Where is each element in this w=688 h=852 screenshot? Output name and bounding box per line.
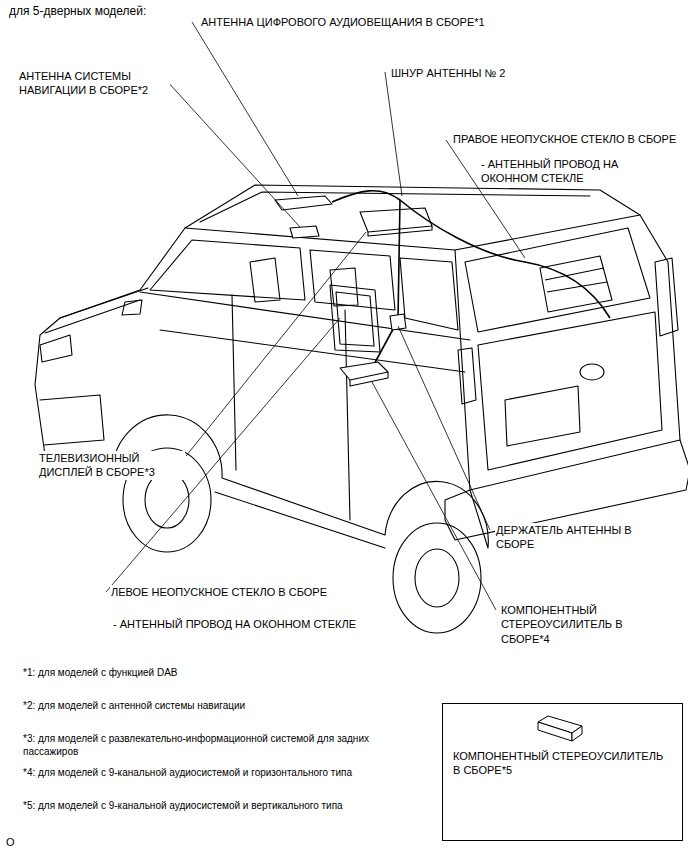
audio-components [545,268,607,292]
part-label: ДЕРЖАТЕЛЬ АНТЕННЫ В СБОРЕ [495,523,637,552]
car-body [45,300,140,333]
car-body [215,492,385,548]
amplifier-icon [572,726,582,741]
part-label: ПРАВОЕ НЕОПУСКНОЕ СТЕКЛО В СБОРЕ [452,132,684,146]
leader-line [106,22,525,610]
car-body [250,258,280,302]
car-body [400,258,458,330]
audio-components [336,292,374,346]
car-body [160,330,465,372]
leader-line [166,80,300,227]
audio-components [360,208,432,232]
car-body [415,549,459,607]
car-body [655,258,678,336]
car-body [122,300,142,315]
part-label: - АНТЕННЫЙ ПРОВОД НА ОКОННОМ СТЕКЛЕ [112,617,384,631]
part-label: АНТЕННА СИСТЕМЫ НАВИГАЦИИ В СБОРЕ*2 [18,69,170,98]
leader-line [372,382,496,610]
leader-line [186,232,366,456]
amplifier-icon [538,722,572,741]
car-body [393,523,481,633]
audio-components [390,314,406,330]
audio-components [540,256,612,312]
audio-components [340,362,388,380]
car-body [60,288,148,318]
audio-components [332,191,610,318]
part-label: - АНТЕННЫЙ ПРОВОД НА ОКОННОМ СТЕКЛЕ [480,157,677,186]
car-body [40,335,72,362]
car-body [455,250,470,490]
part-label: O [5,835,27,849]
car-body [40,395,104,445]
car-body [640,215,680,440]
part-label: ТЕЛЕВИЗИОННЫЙ ДИСПЛЕЙ В СБОРЕ*3 [38,451,185,480]
footnote: *1: для моделей с функцией DAB [22,666,404,679]
part-label: ЛЕВОЕ НЕОПУСКНОЕ СТЕКЛО В СБОРЕ [110,585,372,599]
footnote: *2: для моделей с антенной системы навиг… [22,699,404,712]
car-body [458,348,476,404]
audio-components [372,200,400,368]
footnote: *3: для моделей с развлекательно-информа… [22,732,384,758]
audio-components [275,191,612,386]
inset-box: КОМПОНЕНТНЫЙ СТЕРЕОУСИЛИТЕЛЬ В СБОРЕ*5 [442,703,683,841]
car-body [35,228,488,548]
car-body [145,472,189,528]
car-body [505,386,580,446]
part-label: ШНУР АНТЕННЫ № 2 [390,66,542,80]
car-body [35,185,688,633]
amplifier-icon [538,716,582,741]
car-body [478,312,662,470]
car-body [345,310,350,520]
leader-line [398,326,490,530]
footnote: *4: для моделей с 9-канальной аудиосисте… [22,766,424,779]
part-label: АНТЕННА ЦИФРОВОГО АУДИОВЕЩАНИЯ В СБОРЕ*1 [200,15,532,29]
audio-components [330,285,380,352]
car-body [580,364,604,380]
leader-line [385,72,402,196]
leader-line [192,22,298,196]
diagram-title: для 5-дверных моделей: [8,4,147,20]
car-body [310,250,395,310]
car-body [465,228,650,332]
audio-components [290,226,319,238]
part-label: КОМПОНЕНТНЫЙ СТЕРЕОУСИЛИТЕЛЬ В СБОРЕ*4 [500,603,632,646]
box-text: КОМПОНЕНТНЫЙ СТЕРЕОУСИЛИТЕЛЬ В СБОРЕ*5 [453,749,673,778]
car-body [150,240,305,300]
audio-components [275,196,332,210]
footnote: *5: для моделей с 9-канальной аудиосисте… [22,799,434,812]
audio-components [350,372,388,386]
